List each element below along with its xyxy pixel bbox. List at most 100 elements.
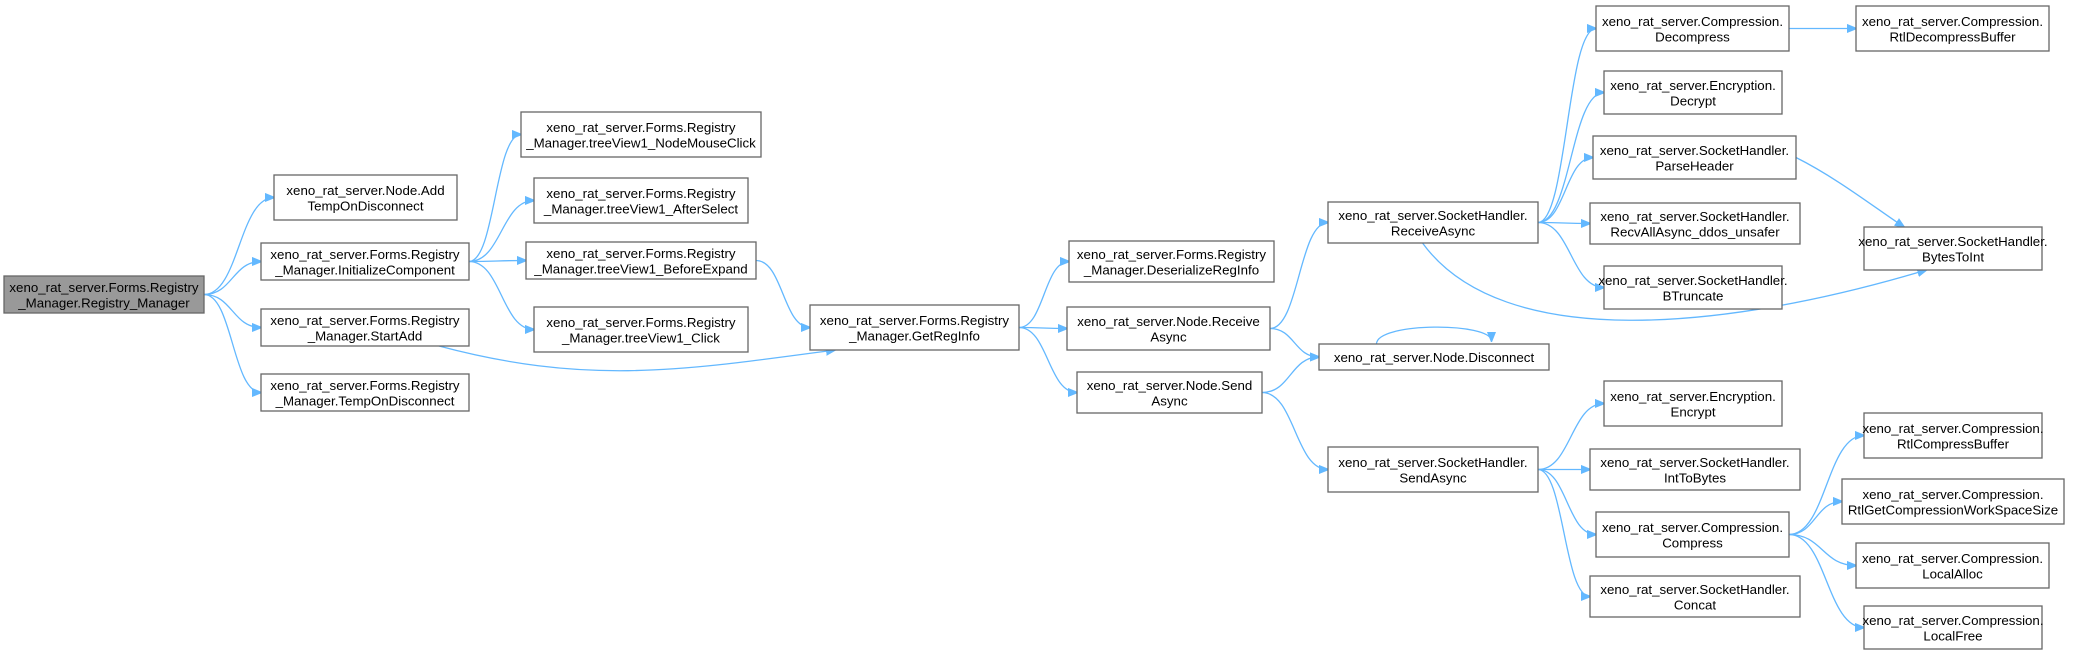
node-label: Decompress: [1655, 29, 1730, 44]
edge-n15-n21: [1537, 404, 1604, 471]
node-label: xeno_rat_server.Forms.Registry: [546, 315, 736, 330]
graph-node-n30[interactable]: xeno_rat_server.Compression.LocalFree: [1862, 605, 2044, 650]
edge-n0-n2: [203, 262, 261, 296]
node-label: xeno_rat_server.SocketHandler.: [1338, 455, 1527, 470]
edges-layer: [203, 29, 1927, 628]
node-box: [525, 241, 757, 280]
edge-n23-n28: [1788, 502, 1842, 536]
graph-node-n3[interactable]: xeno_rat_server.Forms.Registry_Manager.S…: [260, 308, 470, 347]
graph-node-n18[interactable]: xeno_rat_server.SocketHandler.ParseHeade…: [1592, 135, 1797, 180]
node-label: _Manager.StartAdd: [307, 328, 423, 343]
node-box: [1603, 265, 1783, 310]
node-box: [1327, 446, 1539, 493]
node-label: Async: [1151, 393, 1188, 408]
node-box: [809, 304, 1020, 351]
node-label: xeno_rat_server.Compression.: [1862, 421, 2043, 436]
edge-n13-n17: [1537, 93, 1604, 224]
node-label: _Manager.treeView1_BeforeExpand: [533, 261, 747, 276]
node-box: [1589, 575, 1801, 618]
edge-n0-n3: [203, 293, 261, 328]
node-box: [260, 242, 470, 281]
edge-n9-n11: [1018, 328, 1067, 329]
node-label: ReceiveAsync: [1391, 223, 1476, 238]
node-box: [1068, 240, 1275, 283]
edge-n15-n24: [1537, 468, 1590, 597]
node-label: xeno_rat_server.Node.Send: [1087, 378, 1253, 393]
edge-n18-n26: [1795, 156, 1904, 228]
node-label: xeno_rat_server.SocketHandler.: [1600, 209, 1789, 224]
node-label: xeno_rat_server.Forms.Registry: [9, 280, 199, 295]
node-label: xeno_rat_server.Forms.Registry: [546, 120, 736, 135]
edge-n0-n4: [203, 293, 261, 393]
graph-node-n2[interactable]: xeno_rat_server.Forms.Registry_Manager.I…: [260, 242, 470, 281]
graph-node-n15[interactable]: xeno_rat_server.SocketHandler.SendAsync: [1327, 446, 1539, 493]
edge-n15-n23: [1537, 468, 1596, 535]
edge-n3-n9: [438, 345, 835, 372]
graph-node-n25[interactable]: xeno_rat_server.Compression.RtlDecompres…: [1855, 5, 2050, 52]
graph-node-n27[interactable]: xeno_rat_server.Compression.RtlCompressB…: [1862, 412, 2044, 459]
graph-node-n16[interactable]: xeno_rat_server.Compression.Decompress: [1595, 5, 1790, 52]
node-box: [260, 373, 470, 412]
node-label: RtlCompressBuffer: [1897, 436, 2010, 451]
graph-node-n19[interactable]: xeno_rat_server.SocketHandler.RecvAllAsy…: [1589, 202, 1801, 245]
edge-n12-n15: [1261, 391, 1328, 470]
node-label: xeno_rat_server.SocketHandler.: [1858, 234, 2047, 249]
node-box: [1595, 511, 1790, 558]
node-label: xeno_rat_server.Compression.: [1862, 551, 2043, 566]
graph-node-n4[interactable]: xeno_rat_server.Forms.Registry_Manager.T…: [260, 373, 470, 412]
graph-node-n24[interactable]: xeno_rat_server.SocketHandler.Concat: [1589, 575, 1801, 618]
node-label: xeno_rat_server.Encryption.: [1610, 389, 1776, 404]
edge-n13-n18: [1537, 158, 1593, 224]
graph-node-n21[interactable]: xeno_rat_server.Encryption.Encrypt: [1603, 380, 1783, 427]
node-label: RecvAllAsync_ddos_unsafer: [1610, 224, 1780, 239]
edge-n14-n14: [1375, 326, 1492, 345]
graph-node-n20[interactable]: xeno_rat_server.SocketHandler.BTruncate: [1598, 265, 1788, 310]
node-label: Decrypt: [1670, 93, 1716, 108]
node-label: BytesToInt: [1922, 249, 1984, 264]
graph-node-n13[interactable]: xeno_rat_server.SocketHandler.ReceiveAsy…: [1327, 201, 1539, 244]
node-label: xeno_rat_server.Forms.Registry: [546, 246, 736, 261]
node-label: xeno_rat_server.Forms.Registry: [270, 313, 460, 328]
graph-node-n29[interactable]: xeno_rat_server.Compression.LocalAlloc: [1855, 542, 2050, 589]
node-box: [1863, 226, 2043, 271]
graph-node-n8[interactable]: xeno_rat_server.Forms.Registry_Manager.t…: [533, 306, 749, 353]
node-label: _Manager.TempOnDisconnect: [275, 393, 455, 408]
graph-node-n7[interactable]: xeno_rat_server.Forms.Registry_Manager.t…: [525, 241, 757, 280]
node-label: _Manager.treeView1_Click: [561, 330, 720, 345]
node-label: xeno_rat_server.Forms.Registry: [820, 313, 1010, 328]
graph-node-n22[interactable]: xeno_rat_server.SocketHandler.IntToBytes: [1589, 448, 1801, 491]
graph-node-n26[interactable]: xeno_rat_server.SocketHandler.BytesToInt: [1858, 226, 2048, 271]
graph-node-n11[interactable]: xeno_rat_server.Node.ReceiveAsync: [1066, 306, 1271, 351]
node-label: xeno_rat_server.SocketHandler.: [1598, 273, 1787, 288]
node-label: xeno_rat_server.Compression.: [1862, 14, 2043, 29]
edge-n2-n5: [468, 135, 521, 263]
node-label: TempOnDisconnect: [307, 198, 423, 213]
graph-node-n0[interactable]: xeno_rat_server.Forms.Registry_Manager.R…: [3, 275, 205, 314]
edge-n13-n16: [1537, 29, 1596, 224]
edge-n23-n30: [1788, 533, 1864, 628]
node-label: xeno_rat_server.SocketHandler.: [1600, 143, 1789, 158]
node-label: Encrypt: [1670, 404, 1715, 419]
node-label: Async: [1150, 329, 1187, 344]
node-box: [1076, 371, 1263, 414]
graph-node-n28[interactable]: xeno_rat_server.Compression.RtlGetCompre…: [1841, 478, 2065, 525]
edge-n13-n26: [1421, 242, 1927, 321]
node-label: xeno_rat_server.SocketHandler.: [1600, 582, 1789, 597]
graph-node-n10[interactable]: xeno_rat_server.Forms.Registry_Manager.D…: [1068, 240, 1275, 283]
graph-node-n5[interactable]: xeno_rat_server.Forms.Registry_Manager.t…: [520, 111, 762, 158]
graph-node-n14[interactable]: xeno_rat_server.Node.Disconnect: [1318, 343, 1550, 371]
graph-node-n12[interactable]: xeno_rat_server.Node.SendAsync: [1076, 371, 1263, 414]
graph-node-n23[interactable]: xeno_rat_server.Compression.Compress: [1595, 511, 1790, 558]
node-label: xeno_rat_server.Compression.: [1602, 520, 1783, 535]
node-box: [533, 306, 749, 353]
edge-n13-n19: [1537, 223, 1590, 224]
edge-n2-n8: [468, 260, 534, 330]
edge-n0-n1: [203, 198, 274, 296]
node-box: [1595, 5, 1790, 52]
graph-node-n9[interactable]: xeno_rat_server.Forms.Registry_Manager.G…: [809, 304, 1020, 351]
node-box: [1589, 448, 1801, 491]
node-label: xeno_rat_server.Compression.: [1602, 14, 1783, 29]
graph-node-n17[interactable]: xeno_rat_server.Encryption.Decrypt: [1603, 70, 1783, 115]
graph-node-n6[interactable]: xeno_rat_server.Forms.Registry_Manager.t…: [533, 177, 749, 224]
